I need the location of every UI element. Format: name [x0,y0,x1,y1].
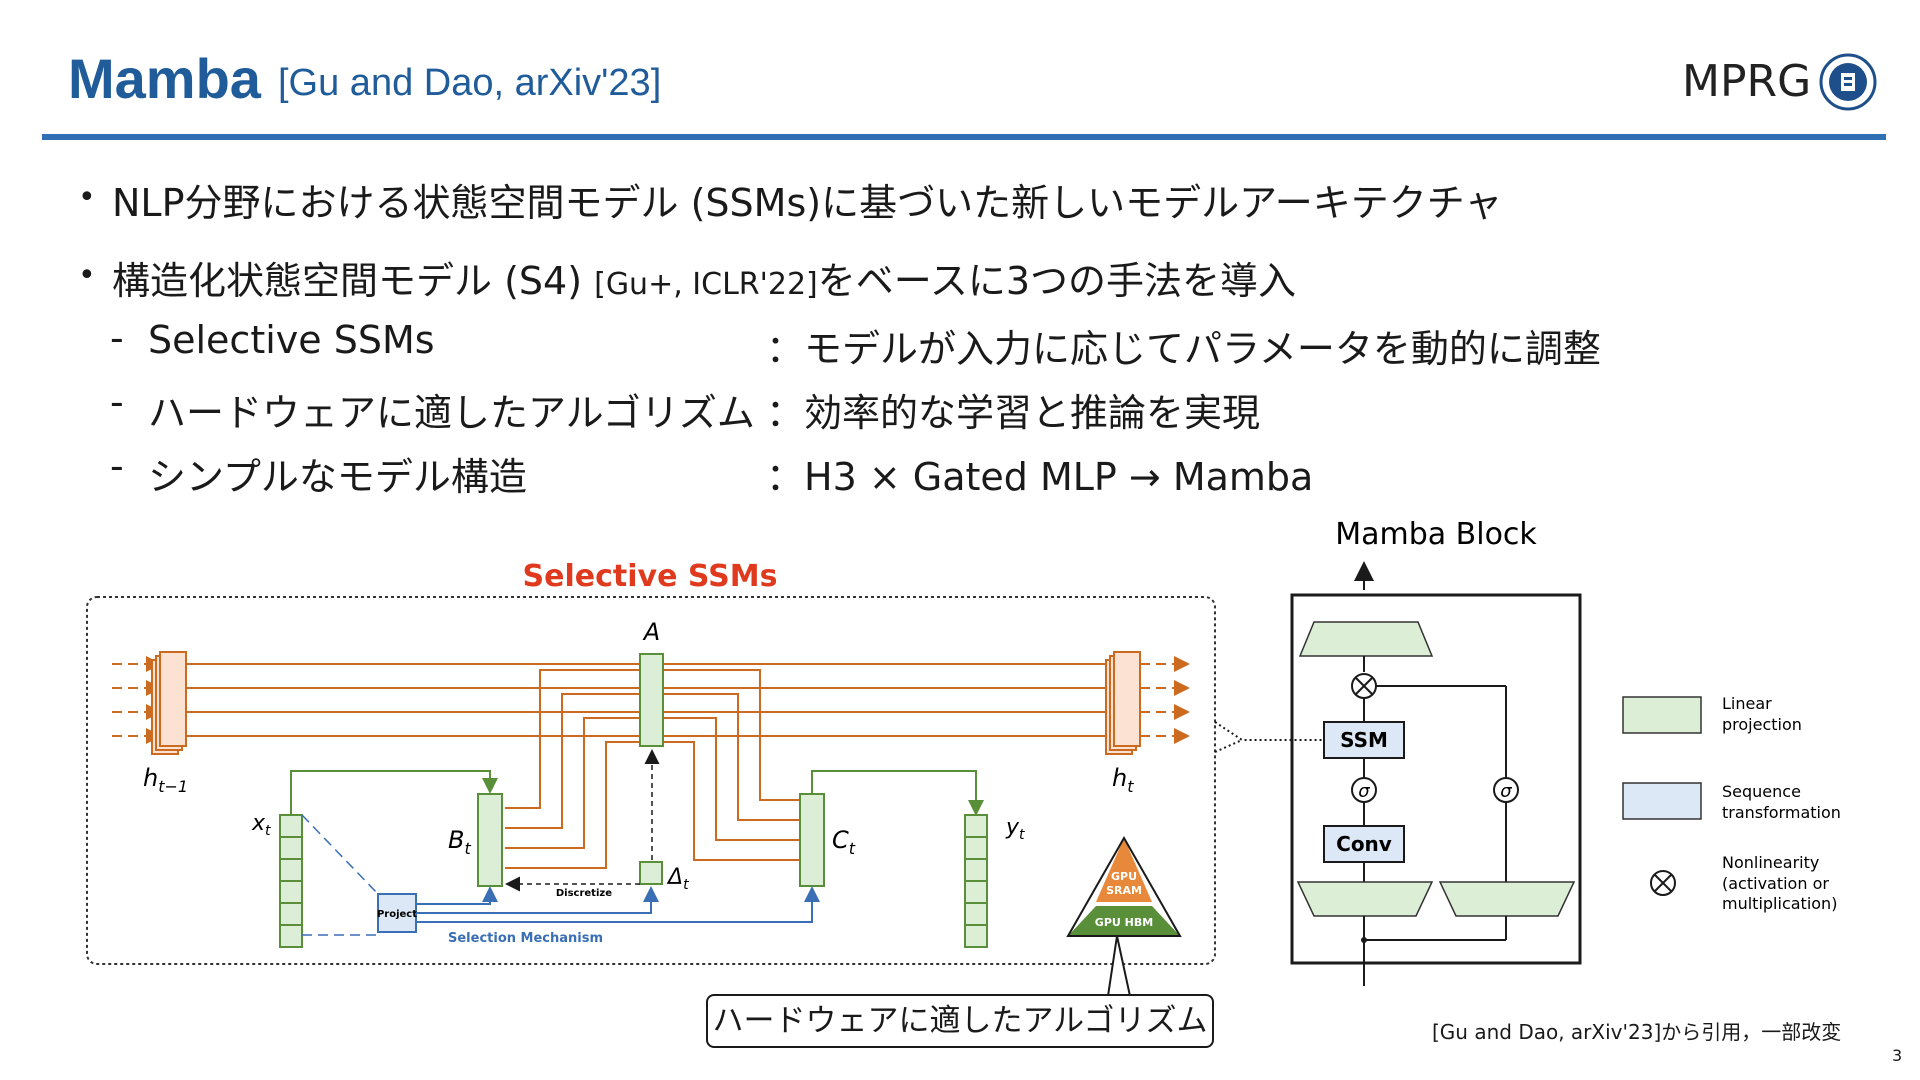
b-t-label: Bt [448,826,471,858]
in-projection-left [1296,881,1434,917]
delta-t-label: Δt [666,865,689,893]
y-t-column [964,814,988,948]
c-t-box [799,793,825,887]
b-t-box [477,793,503,887]
conv-box [1323,825,1405,863]
project-box [377,893,417,933]
h-t-block [1105,651,1141,755]
h-prev-label: ht−1 [143,764,188,796]
sub-item-desc: ：効率的な学習と推論を実現 [766,391,1261,435]
svg-text:GPU: GPU [1111,870,1137,883]
bullet-2-text-end: をベースに3つの手法を導入 [817,259,1297,303]
delta-t-box [639,861,663,885]
mamba-block-frame [1290,593,1582,965]
sub-item-label: Selective SSMs [148,318,435,362]
in-projection-right [1438,881,1576,917]
legend-linear-swatch [1622,696,1702,734]
page-title: Mamba [68,47,261,110]
discretize-label: Discretize [556,888,612,899]
project-label: Project [377,909,417,920]
bullet-dot: • [78,180,96,215]
svg-text:σ: σ [1358,781,1370,802]
citation-note: [Gu and Dao, arXiv'23]から引用，一部改変 [1432,1020,1842,1044]
bullet-2-citation: [Gu+, ICLR'22] [594,267,818,302]
selection-mechanism-label: Selection Mechanism [448,931,603,946]
c-t-label: Ct [832,826,856,858]
sub-dash: - [110,380,124,424]
a-label: A [642,618,660,646]
a-matrix-box [639,653,664,747]
logo-text: MPRG [1682,56,1811,107]
gpu-pyramid: GPU SRAM GPU HBM [1066,835,1182,937]
mprg-logo: MPRG [1680,52,1880,112]
selective-ssms-frame [86,596,1216,965]
selective-ssms-title: Selective SSMs [523,559,778,594]
bullet-dot: • [78,258,96,293]
svg-text:σ: σ [1500,781,1512,802]
svg-text:GPU HBM: GPU HBM [1095,916,1153,929]
x-t-column [279,814,303,948]
bullet-1: NLP分野における状態空間モデル (SSMs)に基づいた新しいモデルアーキテクチ… [112,181,1503,225]
sub-item-label: ハードウェアに適したアルゴリズム [148,391,755,435]
title-divider [42,134,1886,140]
bullet-2: 構造化状態空間モデル (S4) [Gu+, ICLR'22]をベースに3つの手法… [112,250,1296,305]
x-t-label: xt [251,811,271,839]
sub-item-desc: ：モデルが入力に応じてパラメータを動的に調整 [766,327,1601,371]
legend-sequence-swatch [1622,782,1702,820]
out-projection [1298,621,1434,657]
h-prev-block [151,651,187,755]
sub-dash: - [110,444,124,488]
title-citation: [Gu and Dao, arXiv'23] [278,62,662,104]
page-number: 3 [1892,1046,1903,1065]
sub-item-label: シンプルなモデル構造 [148,455,527,499]
h-t-label: ht [1112,764,1134,796]
hardware-algorithm-callout: ハードウェアに適したアルゴリズム [706,994,1214,1048]
callout-pointer [1106,935,1132,997]
sub-item-desc: ：H3 × Gated MLP → Mamba [766,455,1314,499]
svg-text:SSM: SSM [1340,728,1388,752]
bullet-2-text: 構造化状態空間モデル (S4) [112,259,595,303]
mamba-block-title: Mamba Block [1335,517,1537,552]
y-t-label: yt [1005,815,1025,843]
sub-dash: - [110,316,124,360]
svg-text:Conv: Conv [1336,832,1392,856]
svg-text:SRAM: SRAM [1106,884,1142,897]
